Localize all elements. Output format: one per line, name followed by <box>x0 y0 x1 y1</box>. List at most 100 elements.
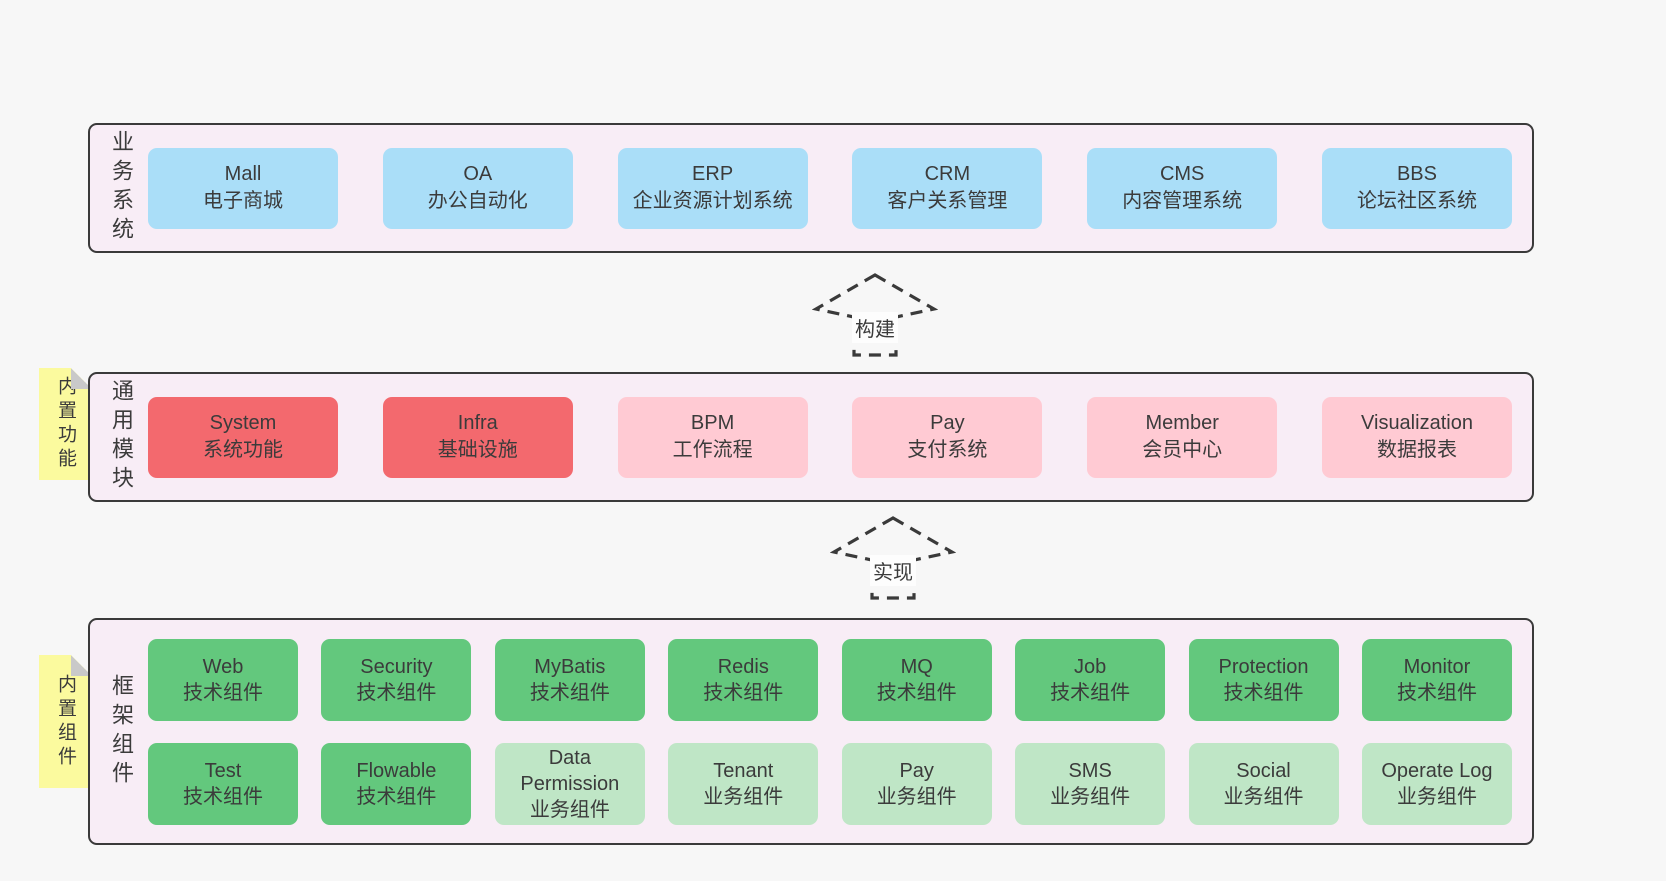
box-title: Visualization <box>1361 412 1473 434</box>
module-box-bbs: BBS 论坛社区系统 <box>1321 147 1512 229</box>
box-subtitle: 技术组件 <box>529 681 610 704</box>
box-title: Protection <box>1218 655 1309 678</box>
box-title: Infra <box>457 412 498 434</box>
module-box-social: Social 业务组件 <box>1188 742 1339 825</box>
box-title: Security <box>360 655 433 678</box>
module-box-erp: ERP 企业资源计划系统 <box>617 147 808 229</box>
box-title: Job <box>1073 655 1107 678</box>
module-box-sms: SMS 业务组件 <box>1015 742 1166 825</box>
box-subtitle: 工作流程 <box>672 439 753 461</box>
box-subtitle: 论坛社区系统 <box>1356 190 1477 212</box>
box-title: CMS <box>1159 163 1205 185</box>
box-subtitle: 技术组件 <box>356 785 437 808</box>
box-title: MyBatis <box>534 655 606 678</box>
box-subtitle: 技术组件 <box>876 681 957 704</box>
module-box-bpm: BPM 工作流程 <box>617 396 808 478</box>
box-title: OA <box>463 163 493 185</box>
box-title: Tenant <box>713 759 774 782</box>
box-subtitle: 技术组件 <box>183 681 263 704</box>
sticky-label: 内置组件 <box>55 673 76 770</box>
box-subtitle: 业务组件 <box>1223 785 1304 808</box>
dashed-up-arrow-icon <box>812 273 938 357</box>
box-subtitle: 办公自动化 <box>427 190 528 212</box>
box-subtitle: 业务组件 <box>703 785 784 808</box>
box-title: Test <box>204 759 242 782</box>
box-title: Redis <box>717 655 769 678</box>
module-box-mq: MQ 技术组件 <box>841 638 992 721</box>
box-subtitle: 内容管理系统 <box>1122 190 1243 212</box>
box-subtitle: 电子商城 <box>203 190 283 212</box>
sticky-note-builtin-features: 内置功能 <box>39 368 92 480</box>
box-title: Data Permission <box>520 746 620 795</box>
box-title: SMS <box>1068 759 1112 782</box>
box-title: Mall <box>224 163 262 185</box>
box-title: BPM <box>690 412 735 434</box>
arrow-build: 构建 <box>812 272 938 358</box>
box-subtitle: 业务组件 <box>1396 785 1477 808</box>
box-subtitle: 技术组件 <box>356 681 437 704</box>
box-subtitle: 会员中心 <box>1142 439 1223 461</box>
sticky-label: 内置功能 <box>55 376 76 472</box>
box-title: Social <box>1236 759 1291 782</box>
box-subtitle: 技术组件 <box>703 681 784 704</box>
arrow-label: 实现 <box>870 555 916 586</box>
module-box-pay: Pay 支付系统 <box>852 396 1043 478</box>
module-box-job: Job 技术组件 <box>1015 638 1166 721</box>
box-subtitle: 技术组件 <box>1223 681 1304 704</box>
module-box-test: Test 技术组件 <box>148 742 298 825</box>
box-title: Flowable <box>356 759 437 782</box>
module-box-operate-log: Operate Log 业务组件 <box>1361 742 1512 825</box>
module-box-tenant: Tenant 业务组件 <box>668 742 819 825</box>
module-box-crm: CRM 客户关系管理 <box>852 147 1043 229</box>
box-title: Pay <box>930 412 965 434</box>
module-box-oa: OA 办公自动化 <box>382 147 573 229</box>
module-box-redis: Redis 技术组件 <box>668 638 819 721</box>
module-box-data-permission: Data Permission 业务组件 <box>494 742 645 825</box>
box-title: ERP <box>692 163 734 185</box>
box-title: BBS <box>1396 163 1437 185</box>
module-box-pay: Pay 业务组件 <box>841 742 992 825</box>
box-title: Web <box>202 655 244 678</box>
box-subtitle: 技术组件 <box>183 785 263 808</box>
box-title: CRM <box>924 163 971 185</box>
module-box-flowable: Flowable 技术组件 <box>321 742 472 825</box>
module-box-cms: CMS 内容管理系统 <box>1087 147 1278 229</box>
layer-rows: Mall 电子商城 OA 办公自动化 ERP 企业资源计划系统 CRM 客户关系管理 CMS 内容… <box>140 147 1512 229</box>
box-subtitle: 技术组件 <box>1396 681 1477 704</box>
arrow-label: 构建 <box>852 312 898 343</box>
layer-label: 业务系统 <box>109 130 134 246</box>
box-subtitle: 支付系统 <box>907 439 988 461</box>
box-title: Operate Log <box>1381 759 1493 782</box>
module-box-mall: Mall 电子商城 <box>148 147 338 229</box>
dashed-up-arrow-icon <box>830 516 956 600</box>
module-box-system: System 系统功能 <box>148 396 338 478</box>
box-subtitle: 数据报表 <box>1376 439 1457 461</box>
box-subtitle: 业务组件 <box>1050 785 1131 808</box>
box-row: Mall 电子商城 OA 办公自动化 ERP 企业资源计划系统 CRM 客户关系管理 CMS 内容… <box>148 147 1512 229</box>
box-title: MQ <box>900 655 933 678</box>
module-box-security: Security 技术组件 <box>321 638 472 721</box>
box-subtitle: 系统功能 <box>203 439 283 461</box>
box-subtitle: 客户关系管理 <box>887 190 1008 212</box>
box-title: System <box>209 412 277 434</box>
module-box-web: Web 技术组件 <box>148 638 298 721</box>
box-subtitle: 企业资源计划系统 <box>632 190 793 212</box>
sticky-note-builtin-components: 内置组件 <box>39 655 92 788</box>
box-title: Pay <box>899 759 934 782</box>
box-subtitle: 业务组件 <box>529 798 610 821</box>
layer-label: 通用模块 <box>109 379 134 495</box>
box-subtitle: 业务组件 <box>876 785 957 808</box>
box-subtitle: 技术组件 <box>1050 681 1131 704</box>
module-box-mybatis: MyBatis 技术组件 <box>494 638 645 721</box>
